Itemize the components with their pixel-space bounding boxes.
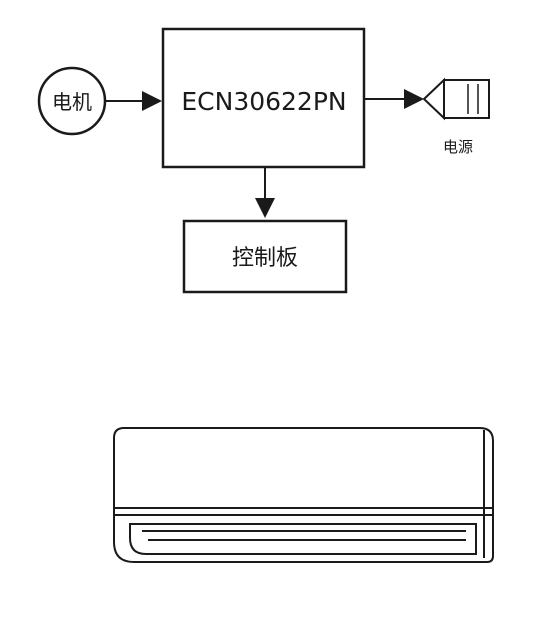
plug-icon xyxy=(422,77,490,121)
air-conditioner-icon xyxy=(113,427,494,563)
chip-node: ECN30622PN xyxy=(161,27,366,169)
power-label: 电源 xyxy=(443,138,473,156)
control-board-node: 控制板 xyxy=(182,219,348,294)
motor-label: 电机 xyxy=(52,90,92,114)
chip-label: ECN30622PN xyxy=(181,87,346,116)
control-board-label: 控制板 xyxy=(232,246,298,271)
motor-node: 电机 xyxy=(37,66,107,136)
